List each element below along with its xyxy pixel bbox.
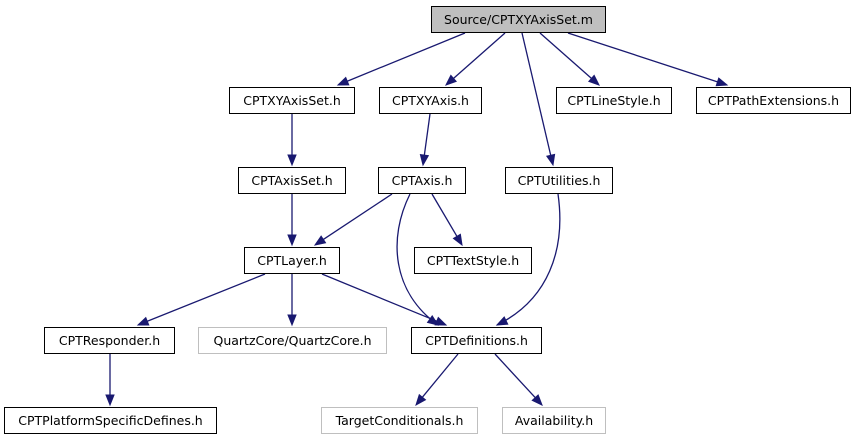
arrow-head-icon <box>444 74 458 86</box>
edge-line <box>321 273 439 323</box>
edge-xyaxisset-to-axisset <box>287 114 297 167</box>
node-cptutilities-h[interactable]: CPTUtilities.h <box>505 167 613 194</box>
node-cpttextstyle-h[interactable]: CPTTextStyle.h <box>414 247 532 274</box>
node-cptxyaxisset-h[interactable]: CPTXYAxisSet.h <box>229 87 355 114</box>
edge-root-to-xyaxis <box>444 32 506 86</box>
node-availability-h[interactable]: Availability.h <box>502 407 606 434</box>
node-cptaxis-h[interactable]: CPTAxis.h <box>378 167 466 194</box>
arrow-head-icon <box>287 314 297 327</box>
arrow-head-icon <box>434 316 448 326</box>
arrow-head-icon <box>336 76 350 86</box>
edge-line <box>345 32 466 83</box>
arrow-head-icon <box>287 234 297 247</box>
node-root-source[interactable]: Source/CPTXYAxisSet.m <box>431 6 606 33</box>
edge-layer-to-definitions <box>321 273 448 326</box>
edge-root-to-linestyle <box>539 32 601 86</box>
arrow-head-icon <box>313 235 327 246</box>
node-cptlayer-h[interactable]: CPTLayer.h <box>244 247 340 274</box>
edge-line <box>496 193 561 326</box>
edge-line <box>567 32 720 84</box>
edge-line <box>431 193 459 239</box>
edge-root-to-utilities <box>521 32 556 167</box>
edge-line <box>420 353 459 400</box>
edge-definitions-to-availability <box>494 353 543 406</box>
node-cptresponder-h[interactable]: CPTResponder.h <box>44 327 175 354</box>
edge-line <box>396 193 439 326</box>
node-cptplatformspecificdefines-h[interactable]: CPTPlatformSpecificDefines.h <box>4 407 217 434</box>
arrow-head-icon <box>287 154 297 167</box>
edge-root-to-xyaxisset <box>336 32 466 86</box>
node-targetconditionals-h[interactable]: TargetConditionals.h <box>321 407 478 434</box>
node-quartzcore-h[interactable]: QuartzCore/QuartzCore.h <box>198 327 387 354</box>
edge-layer-to-responder <box>136 273 266 326</box>
edge-line <box>521 32 552 158</box>
node-cptaxisset-h[interactable]: CPTAxisSet.h <box>238 167 346 194</box>
edge-line <box>494 353 538 400</box>
edge-axis-to-layer <box>313 193 393 246</box>
edge-root-to-pathext <box>567 32 729 87</box>
edge-line <box>539 32 594 81</box>
edge-xyaxis-to-axis <box>419 113 431 167</box>
edge-definitions-to-targetcond <box>415 353 459 407</box>
arrow-head-icon <box>415 393 427 407</box>
arrow-head-icon <box>531 394 543 406</box>
arrow-head-icon <box>587 74 601 86</box>
edge-line <box>423 113 431 158</box>
node-cptdefinitions-h[interactable]: CPTDefinitions.h <box>411 327 542 354</box>
edge-responder-to-platform <box>105 354 115 407</box>
arrow-head-icon <box>419 153 430 167</box>
edge-line <box>145 273 266 323</box>
node-cptlinestyle-h[interactable]: CPTLineStyle.h <box>556 87 672 114</box>
arrow-head-icon <box>136 316 150 326</box>
edge-axisset-to-layer <box>287 194 297 247</box>
edge-utilities-to-definitions <box>495 193 561 326</box>
arrow-head-icon <box>715 77 729 87</box>
edge-layer-to-quartz <box>287 274 297 327</box>
edge-line <box>451 32 506 81</box>
node-cptpathextensions-h[interactable]: CPTPathExtensions.h <box>696 87 851 114</box>
arrow-head-icon <box>452 233 463 247</box>
node-cptxyaxis-h[interactable]: CPTXYAxis.h <box>379 87 482 114</box>
arrow-head-icon <box>545 153 556 167</box>
edge-line <box>321 193 393 242</box>
edge-axis-to-textstyle <box>431 193 463 247</box>
arrow-head-icon <box>105 394 115 407</box>
arrow-head-icon <box>495 316 509 326</box>
